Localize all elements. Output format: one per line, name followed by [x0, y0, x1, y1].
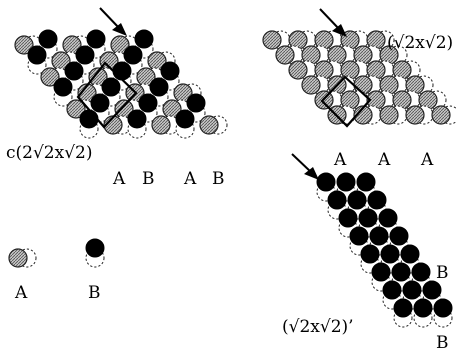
adatom-a — [301, 75, 321, 95]
unit-cell-c2root2 — [76, 61, 138, 129]
column-label: A — [377, 150, 391, 170]
adatom-b — [101, 77, 121, 97]
adatom-a — [66, 99, 86, 119]
legend-label-b: B — [88, 283, 101, 303]
legend-atom-a — [8, 248, 28, 268]
adatom-b — [338, 208, 358, 228]
adatom-a — [151, 115, 171, 135]
adatom-a — [40, 67, 60, 87]
unit-cell-root2 — [320, 75, 372, 128]
adatom-a — [405, 105, 425, 125]
adatom-b — [356, 172, 376, 192]
adatom-a — [14, 35, 34, 55]
adatom-b — [127, 109, 147, 129]
panel-label-root2-prime: (√2x√2)’ — [282, 317, 354, 337]
adatom-b — [389, 226, 409, 246]
adatom-b — [378, 208, 398, 228]
adatom-b — [53, 77, 73, 97]
adatom-b — [369, 226, 389, 246]
row-label: B — [436, 263, 449, 283]
adatom-b — [380, 244, 400, 264]
column-label: A — [333, 150, 347, 170]
adatom-b — [393, 298, 413, 318]
adatom-b — [413, 298, 433, 318]
adatom-b — [336, 172, 356, 192]
adatom-a — [262, 30, 282, 50]
adatom-b — [123, 45, 143, 65]
adatom-b — [112, 61, 132, 81]
adatom-b — [367, 190, 387, 210]
column-label: A — [112, 169, 126, 189]
adatom-b — [79, 109, 99, 129]
column-label: A — [420, 150, 434, 170]
adatom-b — [411, 262, 431, 282]
legend-label-a: A — [14, 283, 28, 303]
adatom-b — [134, 29, 154, 49]
adatom-b — [433, 298, 453, 318]
adatom-b — [160, 61, 180, 81]
row-label: B — [436, 298, 449, 318]
adatom-b — [360, 244, 380, 264]
atom-layer — [8, 29, 456, 328]
adatom-b — [64, 61, 84, 81]
adatom-b — [327, 190, 347, 210]
adatom-b — [391, 262, 411, 282]
adatom-b — [316, 172, 336, 192]
adatom-b — [38, 29, 58, 49]
adatom-a — [431, 105, 451, 125]
adatom-a — [288, 60, 308, 80]
column-label: B — [212, 169, 225, 189]
adatom-b — [175, 109, 195, 129]
adatom-b — [186, 93, 206, 113]
adatom-b — [27, 45, 47, 65]
column-label: A — [183, 169, 197, 189]
legend-atom-b — [85, 238, 105, 258]
panel-label-root2: (√2x√2) — [387, 33, 453, 53]
adatom-b — [422, 280, 442, 300]
adatom-b — [358, 208, 378, 228]
adatom-b — [371, 262, 391, 282]
row-label: B — [436, 333, 449, 353]
arrow-top-right — [319, 8, 347, 37]
adatom-b — [349, 226, 369, 246]
adatom-a — [379, 105, 399, 125]
adatom-b — [402, 280, 422, 300]
column-label: B — [142, 169, 155, 189]
adatom-a — [353, 105, 373, 125]
adatom-a — [275, 45, 295, 65]
arrow-top-left — [99, 7, 127, 36]
adatom-b — [149, 77, 169, 97]
adatom-b — [400, 244, 420, 264]
panel-label-c2root2: c(2√2x√2) — [6, 143, 93, 163]
adatom-b — [347, 190, 367, 210]
arrow-bottom-right — [291, 153, 319, 180]
adatom-b — [86, 29, 106, 49]
adatom-b — [90, 93, 110, 113]
adatom-a — [199, 115, 219, 135]
adatom-b — [138, 93, 158, 113]
adatom-b — [75, 45, 95, 65]
adatom-b — [382, 280, 402, 300]
